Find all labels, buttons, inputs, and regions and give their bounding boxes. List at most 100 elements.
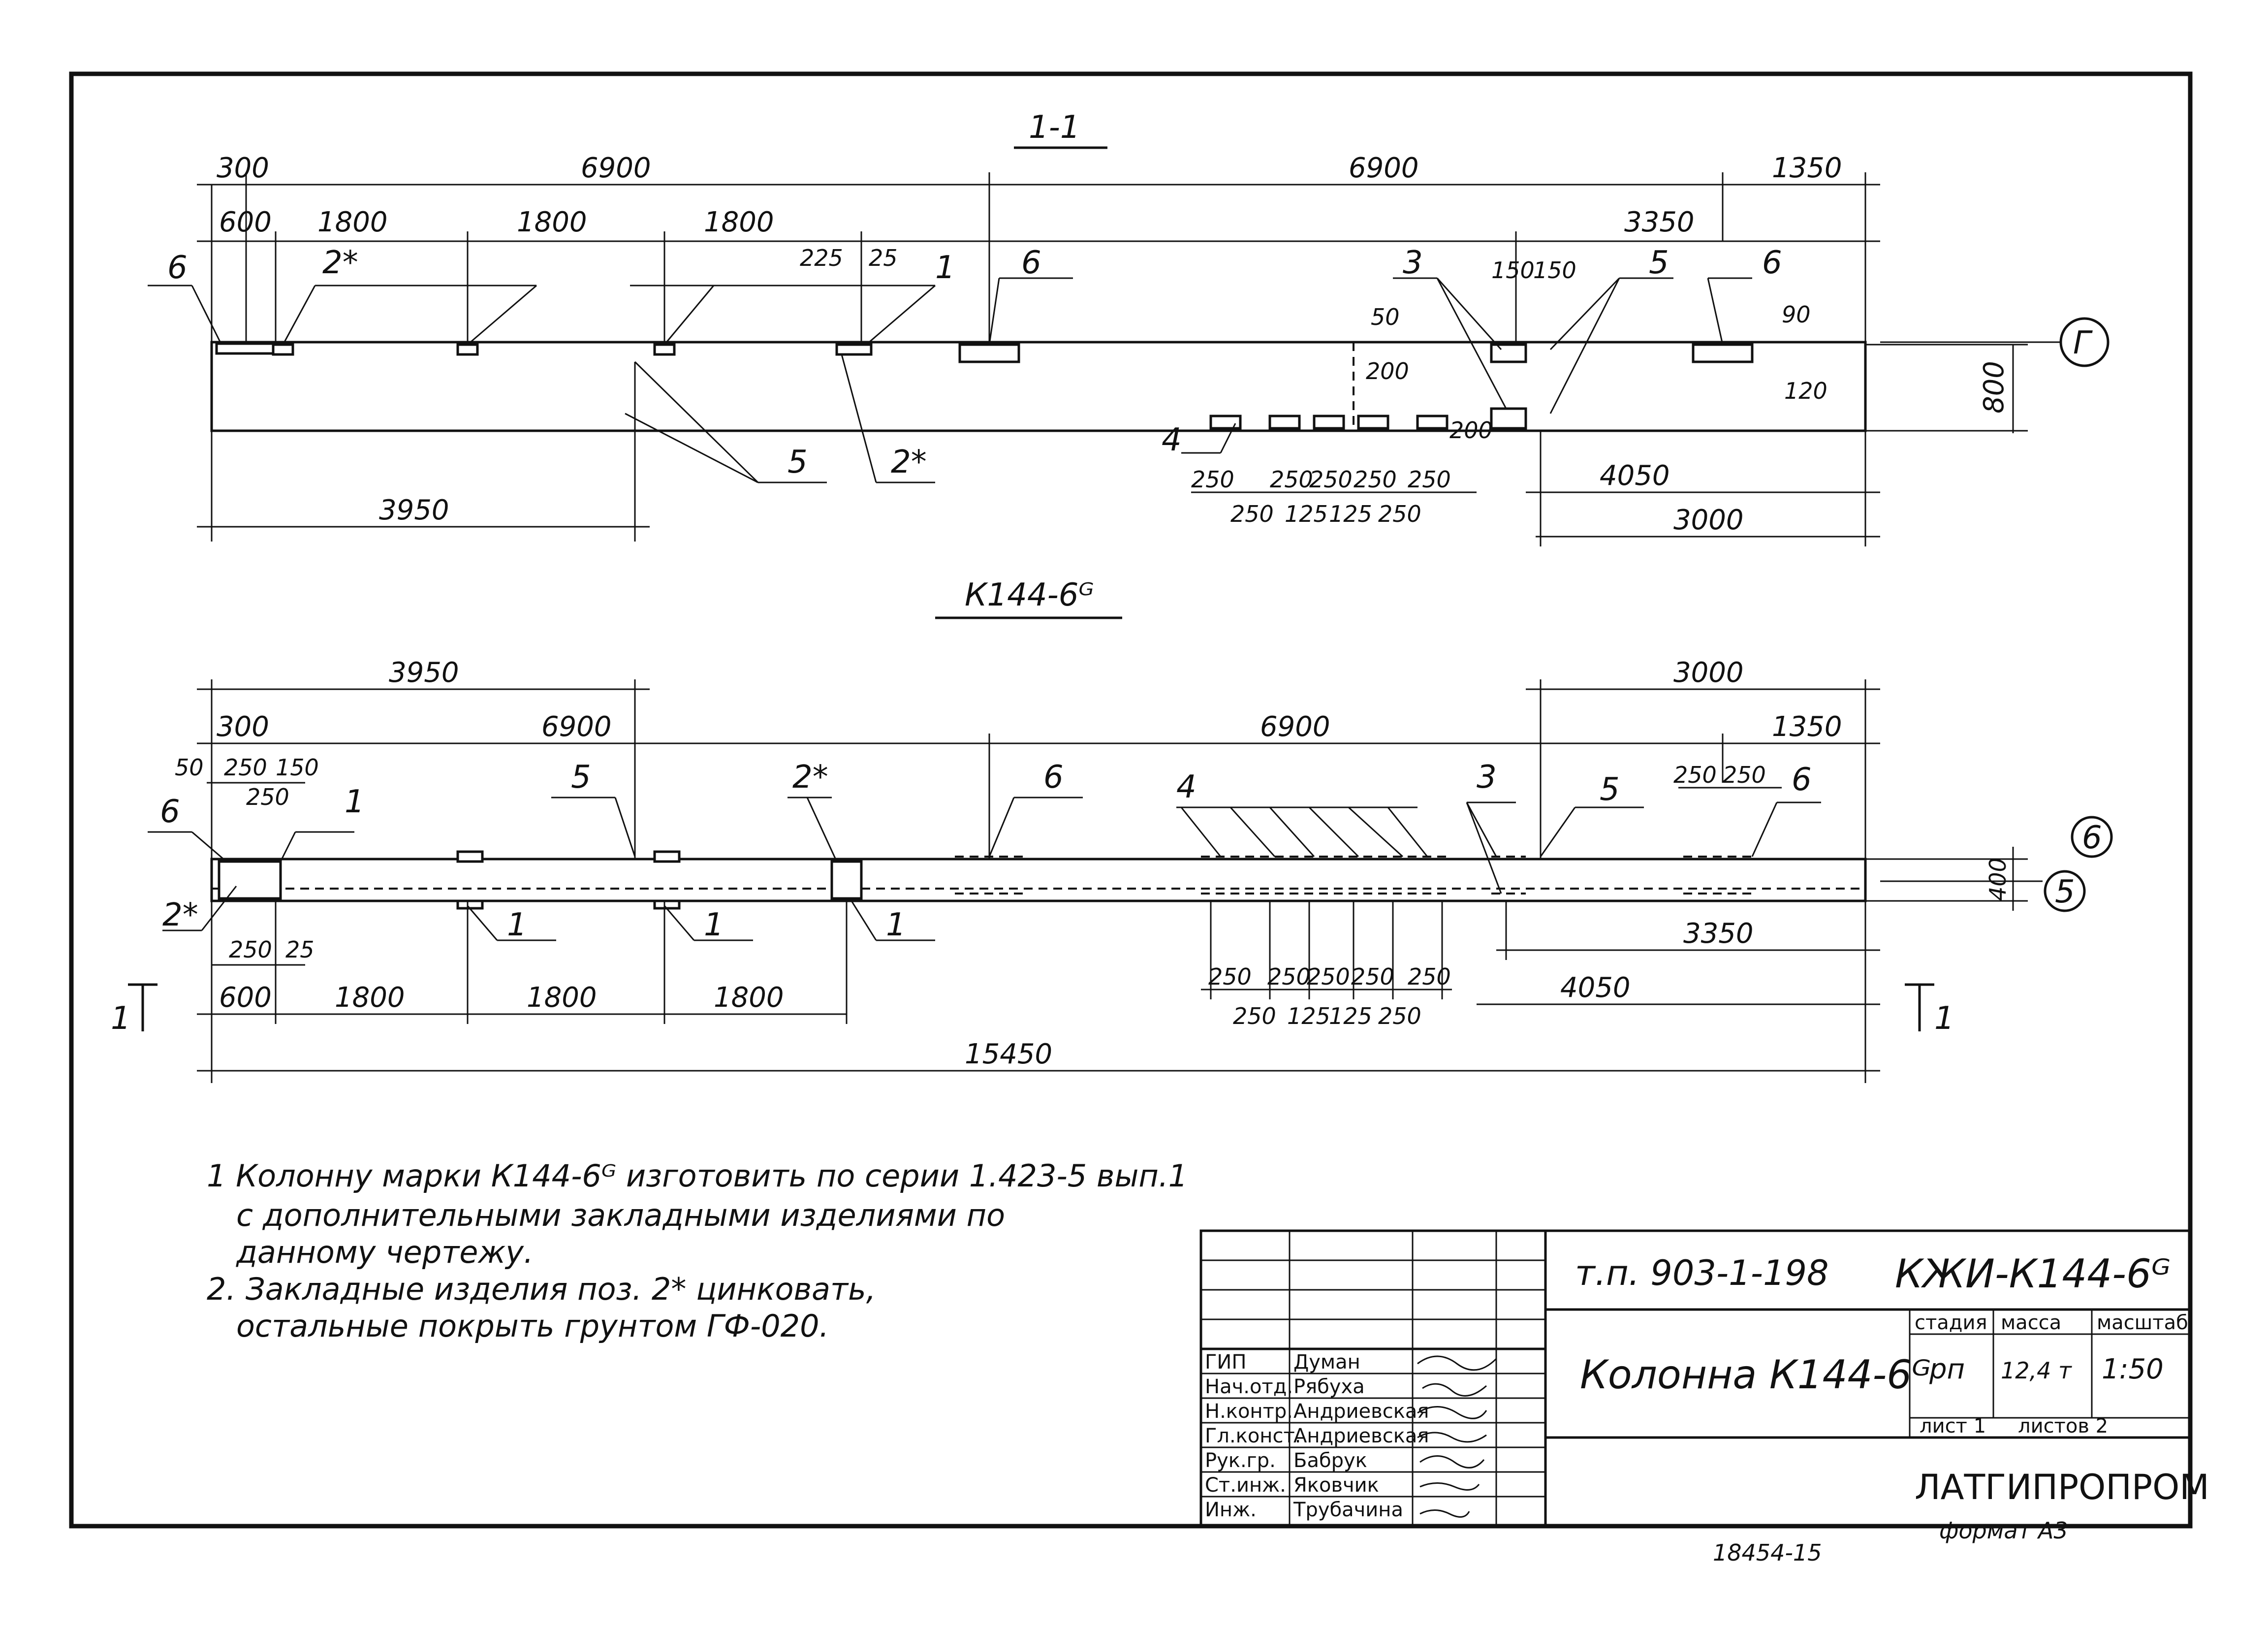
section-axis-bubble <box>2059 317 2110 367</box>
section-plate-dim-6: 200 <box>1449 417 1493 444</box>
tb-name-7: Трубачина <box>1293 1499 1403 1521</box>
plan-total-length: 15450 <box>965 1038 1052 1070</box>
section-plate-6-mid <box>958 343 1020 363</box>
tb-name-2: Рябуха <box>1293 1375 1365 1398</box>
plan-axis-bubble-6 <box>2071 816 2113 858</box>
plan-dim-250-c: 250 <box>1673 762 1717 788</box>
section-dim-150-b: 150 <box>1533 257 1576 284</box>
plan-plate-dim-7: 125 <box>1287 1003 1330 1029</box>
plan-column-body <box>210 858 1867 902</box>
footer-format: формат А3 <box>1939 1517 2068 1544</box>
plan-dim-3950: 3950 <box>389 657 459 689</box>
section-mark-right: 1 <box>1934 1000 1954 1037</box>
tb-col-scale: масштаб <box>2097 1311 2188 1334</box>
tb-scale: 1:50 <box>2102 1353 2164 1385</box>
tb-project-code: т.п. 903-1-198 <box>1575 1253 1829 1293</box>
plan-dim-600: 600 <box>219 982 272 1014</box>
plan-plate-dim-4: 250 <box>1351 963 1394 990</box>
section-plate-4-5 <box>1416 415 1449 430</box>
note-line-1: 1 Колонну марки К144-6ᴳ изготовить по се… <box>207 1158 1188 1194</box>
plan-dim-4050: 4050 <box>1560 972 1631 1004</box>
plan-axis-label-6: 6 <box>2082 820 2102 856</box>
section-dim-50: 50 <box>1371 304 1400 330</box>
tb-name-1: Думан <box>1293 1351 1360 1374</box>
plan-dim-1800-b: 1800 <box>527 982 597 1014</box>
section-plate-4-2 <box>1268 415 1301 430</box>
drawing-frame <box>69 71 2193 1529</box>
section-dim-1800-a: 1800 <box>317 206 388 238</box>
tb-name-4: Андриевская <box>1293 1425 1429 1447</box>
tb-role-5: Рук.гр. <box>1205 1449 1276 1472</box>
tb-role-1: ГИП <box>1205 1351 1246 1374</box>
tb-role-6: Ст.инж. <box>1205 1474 1286 1497</box>
plan-pos-2star-left: 2* <box>162 897 198 933</box>
signature-scribbles <box>1417 1355 1497 1518</box>
section-dim-300: 300 <box>217 152 269 184</box>
plan-pos-2star-mid: 2* <box>792 759 828 796</box>
plan-plate-1-b <box>653 850 681 863</box>
section-plate-dim-7: 250 <box>1230 501 1274 527</box>
plan-plate-dim-9: 250 <box>1378 1003 1421 1029</box>
plan-pos-6-left: 6 <box>160 794 180 830</box>
section-dim-4050: 4050 <box>1600 460 1670 492</box>
section-dim-90: 90 <box>1782 301 1811 328</box>
note-line-5: остальные покрыть грунтом ГФ-020. <box>236 1308 829 1344</box>
plan-plate-dim-2: 250 <box>1267 963 1311 990</box>
plan-plate-2star-mid <box>830 860 863 900</box>
plan-pos-1-a: 1 <box>507 907 527 943</box>
section-plate-1-a <box>456 343 479 356</box>
plan-pos-1-b: 1 <box>704 907 724 943</box>
section-dim-150-a: 150 <box>1491 257 1535 284</box>
plan-axis-label-5: 5 <box>2055 874 2075 910</box>
plan-dim-300: 300 <box>217 711 269 743</box>
plan-pos-4: 4 <box>1176 769 1197 805</box>
tb-role-3: Н.контр. <box>1205 1400 1293 1423</box>
section-plate-3-bot <box>1490 407 1527 430</box>
title-block: т.п. 903-1-198 КЖИ-К144-6ᴳ Колонна К144-… <box>1199 1229 2209 1528</box>
tb-role-4: Гл.конст. <box>1205 1425 1301 1447</box>
section-dim-1800-b: 1800 <box>517 206 587 238</box>
tb-name-3: Андриевская <box>1293 1400 1429 1423</box>
note-line-4: 2. Закладные изделия поз. 2* цинковать, <box>207 1271 876 1307</box>
section-dim-120: 120 <box>1784 378 1827 404</box>
section-pos-5-left: 5 <box>788 444 808 480</box>
section-dim-600: 600 <box>219 206 272 238</box>
note-line-3: данному чертежу. <box>236 1234 534 1270</box>
section-plate-1-b <box>653 343 676 356</box>
section-plate-3-top <box>1490 343 1527 363</box>
section-plate-6-right <box>1692 343 1754 363</box>
section-plate-1-c <box>835 343 873 356</box>
section-height-800: 800 <box>1978 361 2010 414</box>
tb-sheets: листов 2 <box>2018 1415 2108 1438</box>
plan-pos-5-left: 5 <box>571 759 591 796</box>
tb-col-stage: стадия <box>1915 1311 1987 1334</box>
plan-view: 3950 3000 300 6900 6900 1350 50 250 150 … <box>111 657 2113 1083</box>
plan-dim-250-d: 250 <box>1723 762 1766 788</box>
section-dim-200: 200 <box>1366 358 1409 384</box>
plan-plate-left-end <box>218 860 282 900</box>
section-mark-left: 1 <box>111 1000 131 1037</box>
section-plate-4-4 <box>1357 415 1389 430</box>
section-axis-label: Г <box>2073 325 2093 361</box>
section-pos-2star-top: 2* <box>322 245 358 281</box>
tb-title: Колонна К144-6ᴳ <box>1580 1352 1931 1398</box>
section-column-body <box>210 341 1867 432</box>
plan-pos-6-mid: 6 <box>1043 759 1064 796</box>
section-dim-6900-b: 6900 <box>1349 152 1419 184</box>
tb-name-5: Бабрук <box>1293 1449 1367 1472</box>
section-pos-6-right: 6 <box>1762 245 1782 281</box>
section-plate-dim-2: 250 <box>1270 466 1313 493</box>
plan-dim-1800-a: 1800 <box>335 982 405 1014</box>
plan-pos-1-c: 1 <box>886 907 906 943</box>
section-dim-3000: 3000 <box>1673 504 1744 536</box>
section-plate-dim-5: 250 <box>1408 466 1451 493</box>
plan-dim-6900-a: 6900 <box>541 711 612 743</box>
tb-sheet: лист 1 <box>1920 1415 1986 1438</box>
plan-dim-3350: 3350 <box>1683 918 1754 950</box>
section-plate-dim-10: 250 <box>1378 501 1421 527</box>
tb-role-7: Инж. <box>1205 1499 1257 1521</box>
plan-width-400: 400 <box>1984 858 2011 901</box>
section-pos-6-left: 6 <box>167 250 188 286</box>
plan-plate-dim-5: 250 <box>1408 963 1451 990</box>
